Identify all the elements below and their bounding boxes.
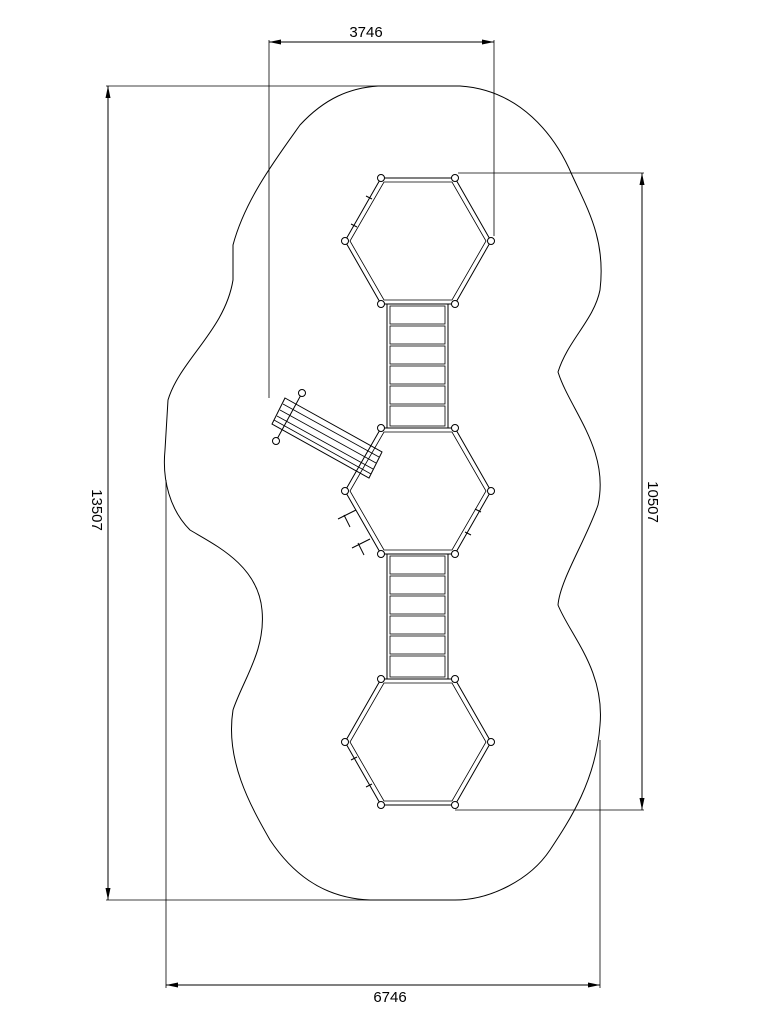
dimension-top: 3746 [268,24,495,398]
hexagon-platform-top-inner [349,181,487,301]
dimension-right-label: 10507 [644,481,661,523]
bridge-lower [386,553,449,680]
hexagon-platform-middle-inner [349,431,487,551]
rail-ticks [350,195,482,788]
dimension-left: 13507 [88,85,380,901]
safety-zone-outline [163,85,602,901]
entry-bars [337,509,371,556]
hexagon-platform-bottom-inner [349,682,487,802]
dimension-left-label: 13507 [88,489,105,531]
dimension-top-label: 3746 [349,24,382,41]
slide-ramp [271,389,383,479]
dimension-bottom-label: 6746 [373,989,406,1006]
dimension-bottom: 6746 [165,480,601,1006]
dimension-right: 10507 [455,172,661,811]
posts [341,174,495,809]
bridge-upper [386,303,449,429]
hexagon-platform-middle [344,427,492,555]
